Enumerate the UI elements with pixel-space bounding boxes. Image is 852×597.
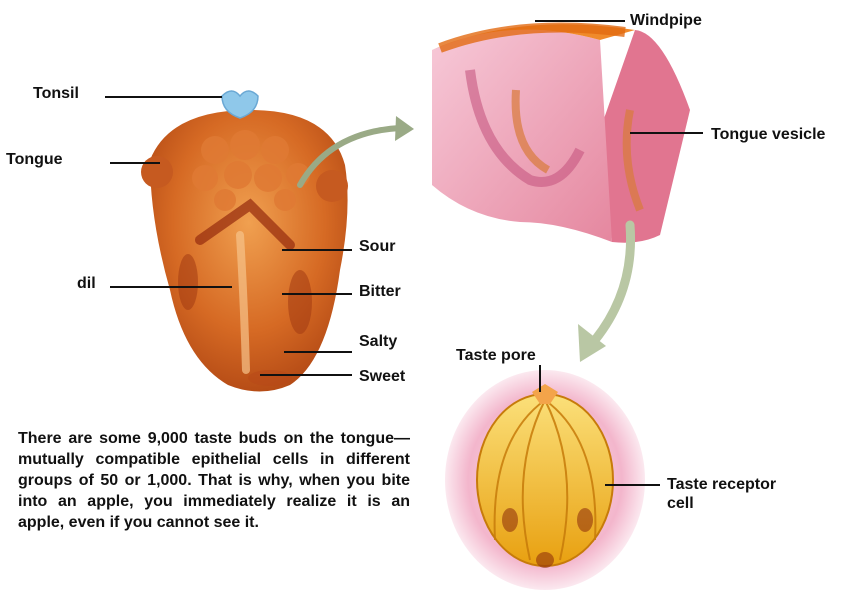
label-windpipe: Windpipe	[630, 11, 702, 30]
label-dil: dil	[77, 274, 96, 293]
label-tongue-vesicle: Tongue vesicle	[711, 125, 825, 144]
label-taste-pore: Taste pore	[456, 346, 536, 365]
description-paragraph: There are some 9,000 taste buds on the t…	[18, 428, 410, 533]
label-sour: Sour	[359, 237, 395, 256]
label-tonsil: Tonsil	[33, 84, 79, 103]
label-bitter: Bitter	[359, 282, 401, 301]
taste-bud-illustration	[445, 370, 645, 590]
tonsil-left-bulge	[141, 156, 173, 188]
label-sweet: Sweet	[359, 367, 405, 386]
label-taste-receptor-cell: Taste receptor cell	[667, 475, 776, 513]
label-tongue: Tongue	[6, 150, 63, 169]
tonsil-right-bulge	[316, 170, 348, 202]
label-salty: Salty	[359, 332, 397, 351]
arrow-tongue-to-tissue-head	[395, 116, 414, 141]
